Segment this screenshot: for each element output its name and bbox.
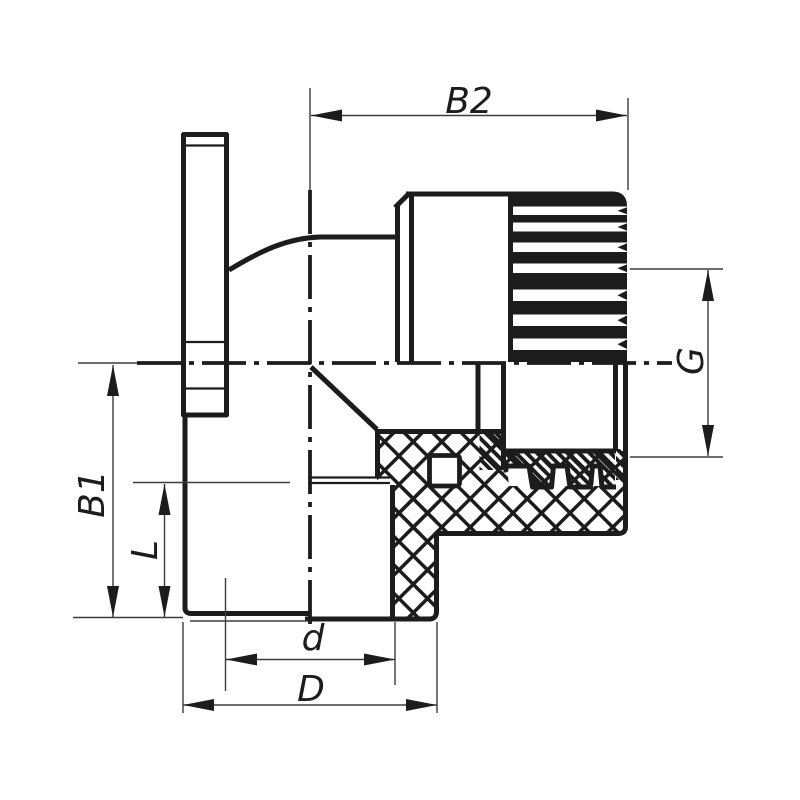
nut-groove-cut <box>427 453 462 489</box>
b2-arrow-left <box>311 109 342 122</box>
dim-label-b2: B2 <box>445 81 493 122</box>
d-big-arrow-right <box>406 699 437 711</box>
dim-label-d-small: d <box>302 618 326 659</box>
dim-label-d-big: D <box>297 669 325 710</box>
dimension-D: D <box>182 622 438 713</box>
g-arrow-down <box>702 425 714 456</box>
mounting-flange <box>181 132 229 418</box>
union-nut <box>406 191 629 362</box>
body-left-wall <box>182 415 309 616</box>
dim-label-l: L <box>125 540 166 560</box>
l-arrow-up <box>158 484 171 515</box>
dimension-L: L <box>125 481 290 617</box>
d-small-arrow-right <box>364 653 395 666</box>
dim-label-b1: B1 <box>72 470 113 518</box>
dimension-d: d <box>224 578 396 691</box>
knurl-silhouette <box>510 191 627 362</box>
b1-arrow-up <box>107 365 119 396</box>
dim-label-g: G <box>671 347 712 375</box>
body-top-curve <box>227 234 397 273</box>
centerlines <box>78 88 672 625</box>
dimension-B2: B2 <box>311 81 629 190</box>
b1-arrow-down <box>107 586 119 617</box>
thread-profile-line <box>503 463 616 490</box>
knurl-gaps <box>512 206 629 350</box>
dimension-G: G <box>630 268 723 458</box>
dimension-B1: B1 <box>72 365 183 619</box>
d-big-arrow-left <box>183 699 214 711</box>
socket-step <box>305 533 439 622</box>
body-outline <box>227 191 411 362</box>
body-right-wall <box>437 363 628 536</box>
l-arrow-down <box>158 586 171 617</box>
bore-chamfer-diagonal <box>309 365 379 432</box>
d-small-arrow-left <box>226 653 257 666</box>
section-outline <box>182 363 628 622</box>
b2-arrow-right <box>596 109 627 122</box>
g-arrow-up <box>702 270 714 301</box>
